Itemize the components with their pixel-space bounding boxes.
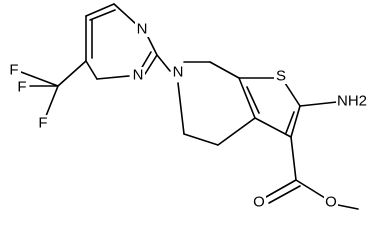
pyrimidine-n-top-label: N [135, 21, 149, 38]
fluorine-label-3: F [37, 115, 50, 132]
svg-text:N: N [133, 67, 144, 84]
chemical-structure-diagram: N N N S NH2 O O F [8, 3, 368, 211]
bond-lines [20, 3, 359, 210]
svg-text:O: O [325, 194, 337, 211]
atom-labels: N N N S NH2 O O F [8, 21, 368, 211]
svg-text:O: O [253, 194, 265, 211]
svg-text:F: F [9, 62, 18, 79]
svg-text:NH2: NH2 [337, 93, 367, 110]
fluorine-label-1: F [8, 62, 21, 79]
methoxy-oxygen-label: O [324, 194, 338, 211]
svg-text:N: N [137, 21, 148, 38]
svg-text:F: F [38, 115, 47, 132]
pyrimidine-n-bottom-label: N [131, 67, 145, 84]
sulfur-label: S [274, 68, 288, 85]
carbonyl-oxygen-label: O [252, 194, 266, 211]
piperidine-n-label: N [171, 64, 185, 81]
svg-text:S: S [276, 68, 286, 85]
amino-group-label: NH2 [336, 93, 368, 110]
svg-text:N: N [173, 64, 184, 81]
svg-text:F: F [17, 79, 26, 96]
fluorine-label-2: F [16, 79, 29, 96]
